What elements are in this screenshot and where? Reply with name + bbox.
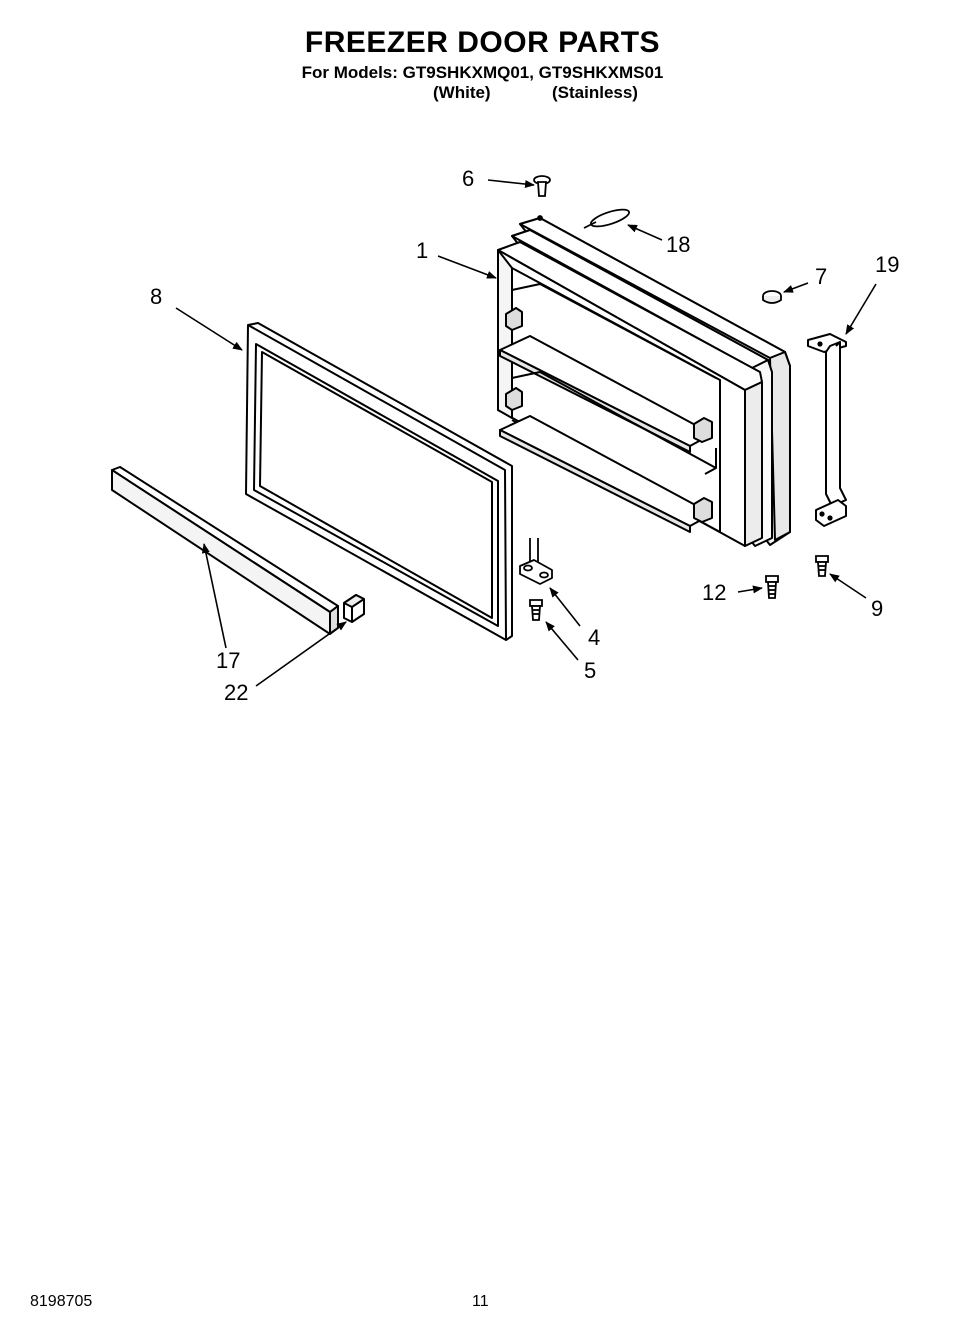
callout-8: 8 [150,284,162,309]
variant-white: (White) [433,83,491,102]
hinge-bracket [519,538,553,585]
callout-17: 17 [216,648,240,673]
screw-part-5 [529,599,543,621]
callout-22: 22 [224,680,248,705]
freezer-door-panel [497,217,791,547]
label-part-18 [583,208,631,229]
variant-stainless: (Stainless) [552,83,638,102]
door-gasket [245,322,513,641]
callout-9: 9 [871,596,883,621]
leader-lines [175,179,877,687]
screw-part-9 [815,555,829,577]
end-cap [343,594,365,623]
callout-18: 18 [666,232,690,257]
callout-12: 12 [702,580,726,605]
callout-7: 7 [815,264,827,289]
callout-1: 1 [416,238,428,263]
callout-5: 5 [584,658,596,683]
screw-part-6 [533,175,551,221]
callout-6: 6 [462,166,474,191]
page-title: FREEZER DOOR PARTS [304,26,661,59]
document-number: 8198705 [30,1293,93,1310]
screw-part-12 [765,575,779,599]
models-line: For Models: GT9SHKXMQ01, GT9SHKXMS01 [301,63,664,82]
plug-part-7 [762,290,782,304]
door-handle [807,333,847,527]
page-number: 11 [472,1293,489,1310]
callout-19: 19 [875,252,899,277]
callout-4: 4 [588,625,600,650]
